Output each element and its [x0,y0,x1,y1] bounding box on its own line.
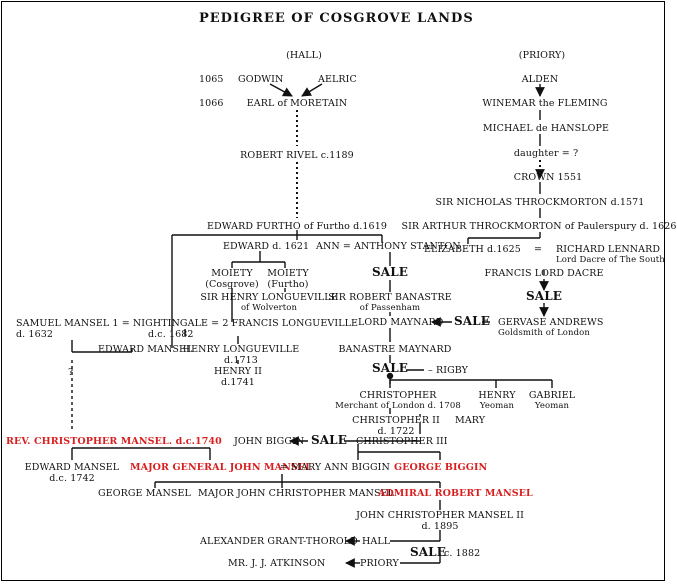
label-sale-biggin: SALE [311,433,347,447]
year-1065: 1065 [199,74,224,85]
node-john-biggin: JOHN BIGGIN [234,436,305,447]
node-winemar: WINEMAR the FLEMING [482,98,608,109]
line-godwin-earl [269,83,293,97]
node-edward-1621: EDWARD d. 1621 [223,241,310,252]
node-francis-lord-dacre: FRANCIS LORD DACRE [484,268,604,279]
line-aelric-earl [301,83,323,97]
diagram-frame [1,1,665,581]
node-banastre-maynard: BANASTRE MAYNARD [338,344,452,355]
node-nicholas-throckmorton: SIR NICHOLAS THROCKMORTON d.1571 [435,197,645,208]
node-alexander-grant-thorold: ALEXANDER GRANT-THOROLD [200,536,358,547]
node-george-mansel: GEORGE MANSEL [98,488,191,499]
header-hall: (HALL) [286,50,322,61]
node-aelric: AELRIC [318,74,357,85]
label-sale-1882: SALE [410,545,446,559]
diagram-title: PEDIGREE OF COSGROVE LANDS [199,11,474,26]
node-lord-maynard: LORD MAYNARD [358,317,444,328]
marriage-sign: = [534,244,543,255]
node-godwin: GODWIN [238,74,284,85]
node-daughter: daughter = ? [513,148,579,159]
node-rigby: – RIGBY [428,365,469,376]
node-robert-rivel: ROBERT RIVEL c.1189 [240,150,354,161]
node-moiety-cosgrove: MOIETY(Cosgrove) [205,268,259,290]
label-sale-banastre: SALE [372,361,408,375]
node-mary-ann-biggin: = MARY ANN BIGGIN [280,462,390,473]
node-moiety-furtho: MOIETY(Furtho) [267,268,309,290]
node-earl-moretain: EARL of MORETAIN [246,98,348,109]
node-major-general-john-mansel: MAJOR GENERAL JOHN MANSEL [130,462,312,473]
node-george-biggin: GEORGE BIGGIN [394,462,488,473]
label-sale-dacre: SALE [526,289,562,303]
node-edward-mansel: EDWARD MANSEL [98,344,193,355]
node-samuel-nightingale-francis: SAMUEL MANSEL 1 = NIGHTINGALE = 2 FRANCI… [16,318,359,329]
node-crown-1551: CROWN 1551 [513,172,583,183]
node-rev-christopher-mansel: REV. CHRISTOPHER MANSEL. d.c.1740 [6,436,222,447]
node-michael-hanslope: MICHAEL de HANSLOPE [482,123,610,134]
node-edward-furtho: EDWARD FURTHO of Furtho d.1619 [207,221,387,232]
node-mary: MARY [455,415,486,426]
node-christopher-iii: CHRISTOPHER III [356,436,448,447]
node-arthur-throckmorton: SIR ARTHUR THROCKMORTON of Paulerspury d… [401,221,677,232]
node-nightingale-death: d.c. 1682 [148,329,194,340]
header-priory: (PRIORY) [518,50,566,61]
label-sale-date: c. 1882 [444,548,481,559]
label-hall: HALL [362,536,391,547]
label-sale-gervase: SALE [454,314,490,328]
node-admiral-robert-mansel: ADMIRAL ROBERT MANSEL [378,488,533,499]
node-elizabeth: ELIZABETH d.1625 [424,244,521,255]
label-sale-stanton: SALE [372,265,408,279]
node-major-john-christopher-mansel: MAJOR JOHN CHRISTOPHER MANSEL [198,488,394,499]
node-ann-stanton: ANN = ANTHONY STANTON [316,241,461,252]
node-alden: ALDEN [521,74,559,85]
label-priory: PRIORY [360,558,399,569]
node-unknown-link: ? [68,367,74,378]
year-1066: 1066 [199,98,224,109]
node-jj-atkinson: MR. J. J. ATKINSON [228,558,326,569]
node-samuel-death: d. 1632 [16,329,53,340]
